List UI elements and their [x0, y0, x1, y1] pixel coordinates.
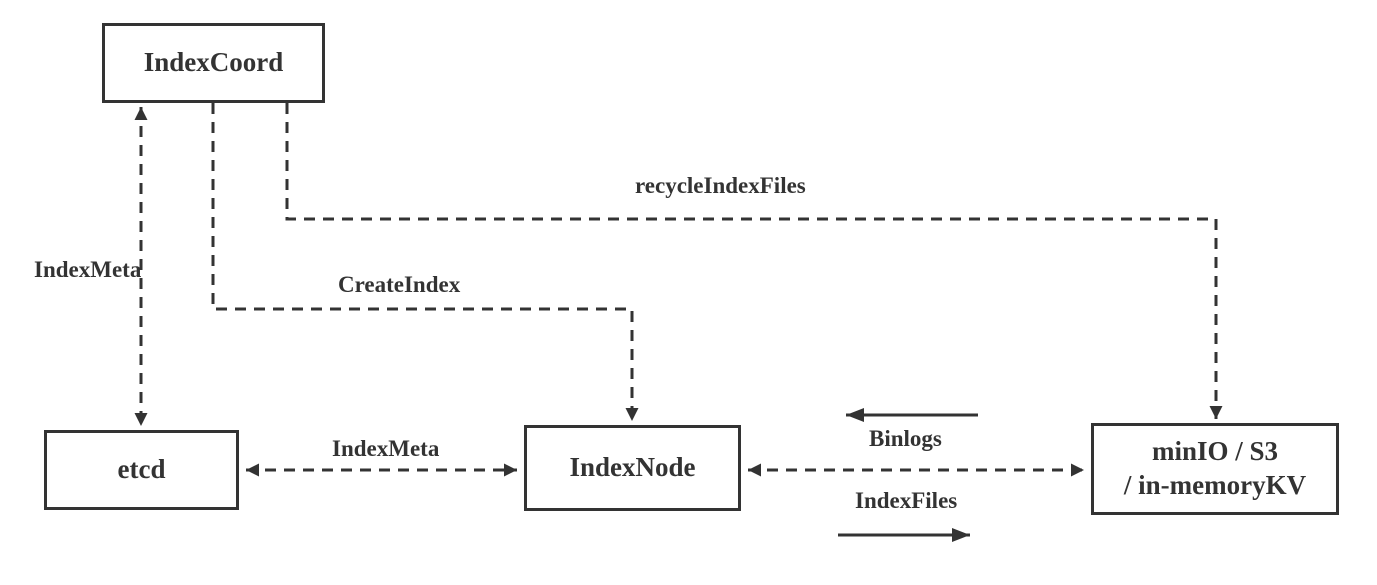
edge-label-binlogs: Binlogs [869, 426, 942, 451]
node-storage-label-line1: minIO / S3 [1151, 436, 1279, 467]
edge-recycleindexfiles [285, 103, 1223, 419]
node-indexcoord: IndexCoord [102, 23, 325, 103]
node-storage: minIO / S3 / in-memoryKV [1091, 423, 1339, 515]
node-indexnode-label: IndexNode [569, 452, 696, 483]
edge-label-indexmeta-mid: IndexMeta [332, 436, 440, 461]
edge-label-indexmeta-left: IndexMeta [34, 257, 142, 282]
node-etcd: etcd [44, 430, 239, 510]
node-etcd-label: etcd [117, 454, 166, 485]
edge-label-createindex: CreateIndex [338, 272, 461, 297]
node-indexcoord-label: IndexCoord [143, 47, 284, 78]
edge-label-indexfiles: IndexFiles [855, 488, 958, 513]
edge-createindex [211, 103, 639, 421]
edge-label-recycleindexfiles: recycleIndexFiles [635, 173, 806, 198]
node-indexnode: IndexNode [524, 425, 741, 511]
node-storage-label-line2: / in-memoryKV [1123, 470, 1307, 500]
